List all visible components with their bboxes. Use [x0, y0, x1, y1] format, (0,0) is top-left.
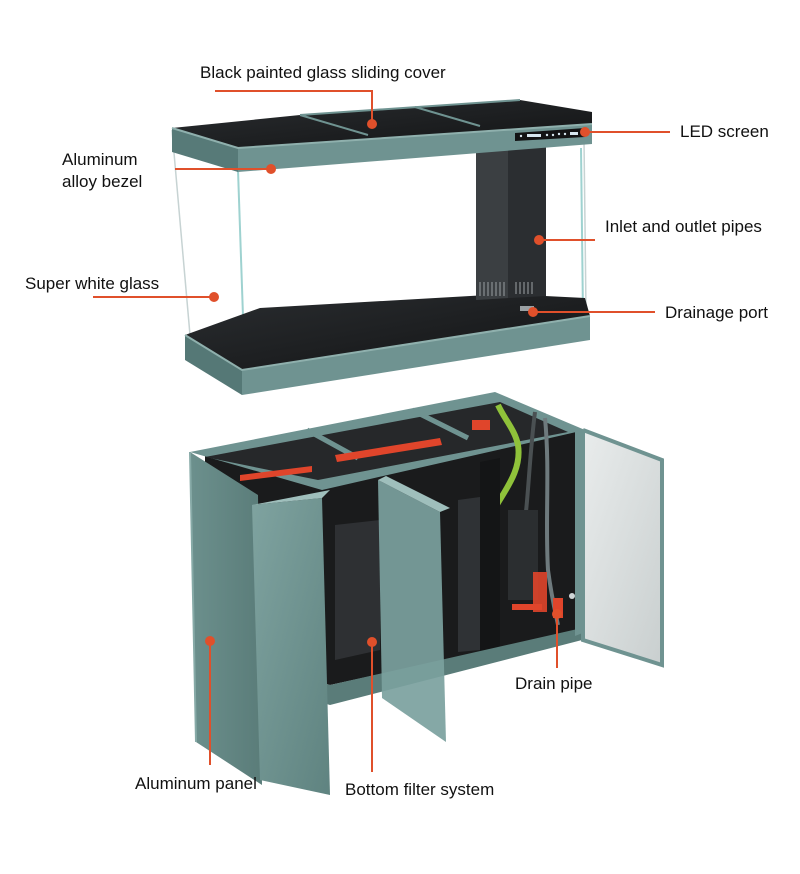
right-door[interactable]	[583, 430, 662, 665]
leader-drain-pipe	[552, 609, 562, 668]
leader-glass	[93, 292, 219, 302]
filter-boxes	[335, 497, 563, 660]
label-drain-pipe: Drain pipe	[515, 674, 593, 693]
label-super-glass: Super white glass	[25, 274, 160, 293]
glass-edge	[580, 147, 584, 317]
sliding-cover	[171, 99, 593, 172]
cabinet-divider	[480, 458, 500, 655]
cabinet-side-panel	[190, 452, 262, 785]
tank-base	[184, 294, 591, 395]
label-drainage-port: Drainage port	[665, 303, 769, 322]
middle-door[interactable]	[378, 480, 446, 742]
back-glass-edge	[171, 129, 191, 336]
aquarium-tank	[171, 99, 593, 395]
left-door[interactable]	[252, 498, 330, 795]
leader-filter	[367, 637, 377, 772]
leader-pipes	[534, 235, 595, 245]
cabinet	[189, 392, 664, 795]
label-bezel-line2: alloy bezel	[62, 172, 143, 191]
leader-drainage	[528, 307, 655, 317]
label-glass-cover: Black painted glass sliding cover	[200, 63, 446, 82]
back-glass-edge	[583, 139, 587, 311]
door-hinge	[569, 593, 575, 599]
label-aluminum-panel: Aluminum panel	[135, 774, 257, 793]
leader-cover	[215, 90, 377, 129]
label-filter-system: Bottom filter system	[345, 780, 495, 799]
label-pipes: Inlet and outlet pipes	[605, 217, 762, 236]
pipe-column	[476, 146, 546, 311]
pump-tubes	[240, 420, 490, 481]
label-bezel: Aluminum alloy bezel	[62, 149, 142, 193]
green-hose	[492, 403, 522, 510]
leader-bezel	[175, 164, 276, 174]
leader-lines	[93, 90, 670, 772]
leader-led	[580, 127, 670, 137]
led-screen	[515, 128, 585, 141]
label-led-screen: LED screen	[680, 122, 769, 141]
label-bezel-line1: Aluminum	[62, 150, 138, 169]
drainage-port-grille	[520, 306, 534, 311]
leader-panel	[205, 636, 215, 765]
